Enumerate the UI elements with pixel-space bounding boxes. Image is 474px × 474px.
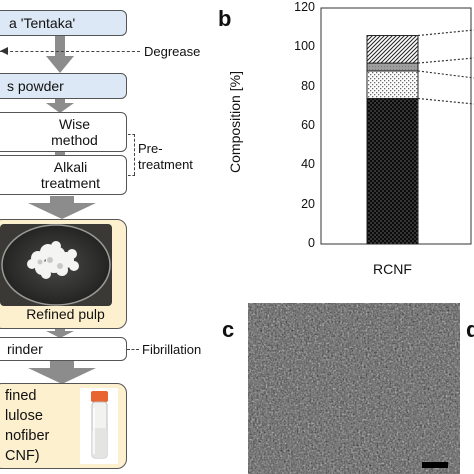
flow-step-powder: s powder <box>0 73 127 99</box>
flow-step-alkali-line1: Alkali <box>53 159 88 175</box>
pretreatment-bracket-top <box>128 134 135 135</box>
flow-step-wise-line2: method <box>51 132 98 148</box>
ytick-label: 20 <box>301 196 315 211</box>
panel-label-d: d <box>466 317 474 342</box>
ytick-label: 120 <box>294 0 315 14</box>
flow-step-refined-pulp-label: Refined pulp <box>26 306 105 322</box>
pulp-photo <box>0 224 112 306</box>
bar-connector-4 <box>417 97 474 105</box>
ytick-label: 40 <box>301 157 315 172</box>
tube-photo <box>80 388 118 464</box>
flow-arrow-2 <box>46 99 74 113</box>
ytick-label: 0 <box>308 236 315 250</box>
flow-step-powder-label: s powder <box>7 78 64 94</box>
panel-label-b: b <box>218 6 232 31</box>
degrease-connector <box>0 51 140 52</box>
flow-arrow-6 <box>28 361 96 384</box>
sem-image <box>248 303 460 474</box>
bar-connector-2 <box>417 57 474 64</box>
flow-step-grinder: rinder <box>0 337 127 361</box>
label-fibrillation: Fibrillation <box>142 342 202 357</box>
xtick-label: RCNF <box>373 261 412 277</box>
label-degrease: Degrease <box>144 44 201 59</box>
fibrillation-connector <box>127 349 139 350</box>
flow-step-wise-method: Wise method <box>0 112 127 152</box>
ytick-label: 80 <box>301 78 315 93</box>
scale-bar <box>422 462 448 468</box>
label-pretreatment-1: Pre- <box>138 141 163 156</box>
flow-step-rcnf-line4: CNF) <box>5 448 40 464</box>
flow-step-alkali-treatment: Alkali treatment <box>0 155 127 195</box>
flow-step-raw-material: a 'Tentaka' <box>0 10 127 36</box>
bar-segment-2 <box>366 70 419 99</box>
flow-step-raw-material-label: 'Tentaka' <box>20 15 76 31</box>
flow-step-grinder-label: rinder <box>7 341 43 357</box>
flow-step-rcnf-line2: lulose <box>5 408 43 424</box>
pretreatment-bracket-vertical <box>134 134 135 175</box>
flow-step-rcnf-line3: nofiber <box>5 428 50 444</box>
bar-segment-1 <box>366 97 419 245</box>
bar-segment-4 <box>366 35 419 64</box>
ytick-label: 60 <box>301 118 315 132</box>
label-pretreatment-2: treatment <box>138 157 193 172</box>
bar-segment-3 <box>366 62 419 72</box>
ytick-label: 100 <box>294 39 315 54</box>
flow-step-wise-line1: Wise <box>58 116 91 132</box>
panel-label-c: c <box>222 317 235 342</box>
flow-arrow-4 <box>28 196 96 219</box>
flow-step-alkali-line2: treatment <box>40 175 101 191</box>
flow-step-rcnf-line1: fined <box>5 388 37 404</box>
flow-arrow-1 <box>46 36 74 73</box>
bar-connector-3 <box>417 70 474 79</box>
flow-arrow-5 <box>46 329 74 338</box>
flow-step-raw-material-prefix: a <box>9 15 17 31</box>
bar-connector-1 <box>417 29 474 37</box>
degrease-arrowhead <box>0 47 8 55</box>
pretreatment-bracket-bottom <box>128 175 135 176</box>
